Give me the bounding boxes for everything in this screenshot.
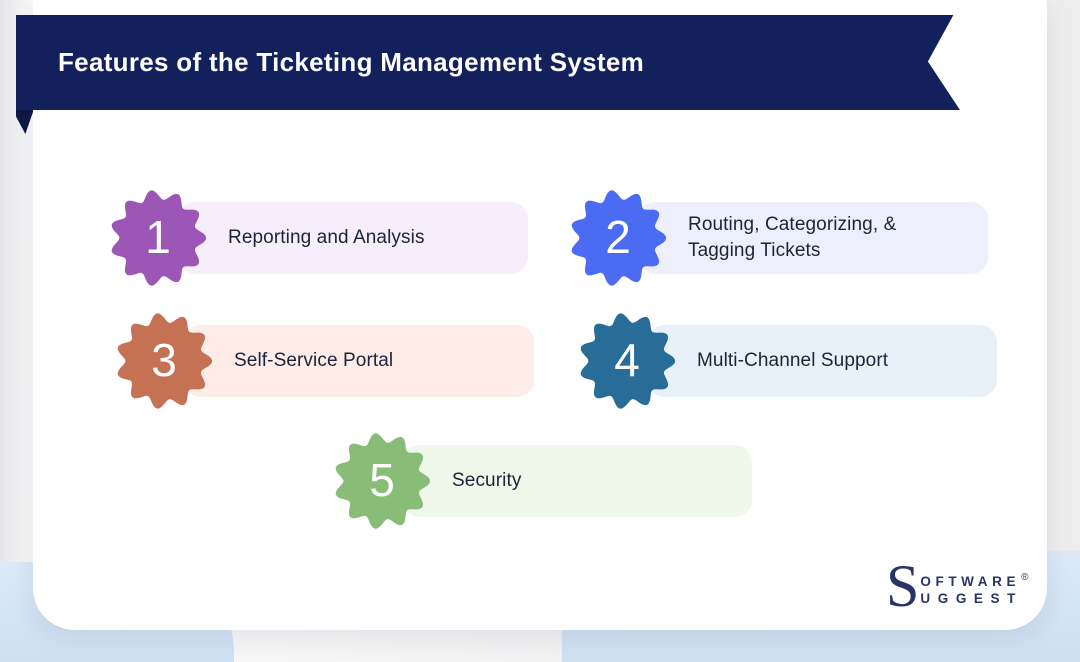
- page-title: Features of the Ticketing Management Sys…: [58, 47, 645, 77]
- number-badge: 2: [565, 185, 671, 291]
- feature-pill: Routing, Categorizing, & Tagging Tickets: [638, 202, 988, 274]
- feature-pill: Security: [402, 445, 752, 517]
- number-badge: 3: [111, 308, 217, 414]
- seal-icon: [335, 433, 431, 529]
- feature-label: Routing, Categorizing, & Tagging Tickets: [688, 214, 897, 261]
- seal-icon: [111, 190, 207, 286]
- seal-shape: [335, 433, 431, 529]
- seal-icon: [580, 313, 676, 409]
- seal-shape: [571, 190, 667, 286]
- registered-mark: ®: [1021, 572, 1029, 583]
- feature-label: Self-Service Portal: [234, 350, 394, 372]
- feature-label: Multi-Channel Support: [697, 350, 889, 372]
- feature-pill: Reporting and Analysis: [178, 202, 528, 274]
- seal-icon: [571, 190, 667, 286]
- feature-label: Reporting and Analysis: [228, 227, 425, 249]
- feature-pill: Multi-Channel Support: [647, 325, 997, 397]
- logo-word-suggest: UGGEST: [920, 591, 1023, 606]
- feature-number: 5: [369, 454, 395, 506]
- feature-number: 4: [614, 334, 640, 386]
- logo-word-software: OFTWARE®: [920, 569, 1028, 590]
- feature-number: 1: [145, 211, 171, 263]
- number-badge: 4: [574, 308, 680, 414]
- logo-word-software-text: OFTWARE: [920, 574, 1021, 589]
- seal-shape: [111, 190, 207, 286]
- feature-label: Security: [452, 470, 522, 492]
- seal-shape: [580, 313, 676, 409]
- feature-number: 3: [151, 334, 177, 386]
- logo-wordmark: OFTWARE® UGGEST: [920, 562, 1028, 607]
- number-badge: 1: [105, 185, 211, 291]
- seal-icon: [117, 313, 213, 409]
- feature-pill: Self-Service Portal: [184, 325, 534, 397]
- title-ribbon: Features of the Ticketing Management Sys…: [16, 15, 960, 110]
- softwaresuggest-logo: S OFTWARE® UGGEST: [886, 553, 1028, 619]
- feature-number: 2: [605, 211, 631, 263]
- seal-shape: [117, 313, 213, 409]
- number-badge: 5: [329, 428, 435, 534]
- logo-initial: S: [886, 553, 920, 619]
- ribbon-fold: [16, 109, 33, 134]
